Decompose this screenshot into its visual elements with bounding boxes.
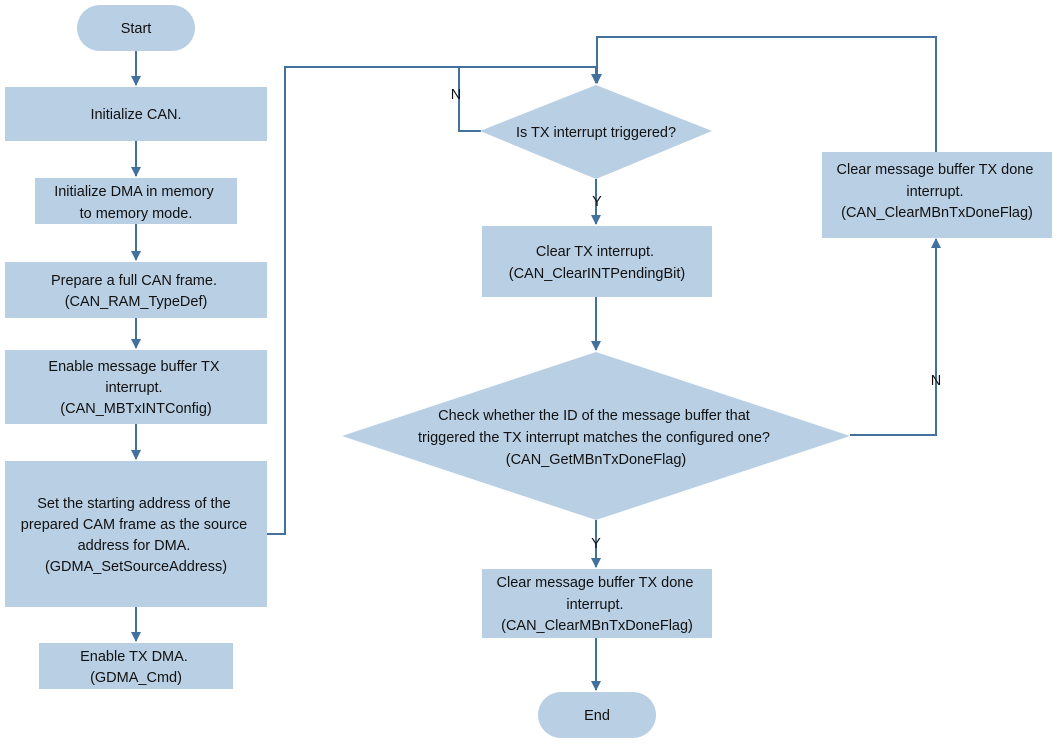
clear-tx-int-node: Clear TX interrupt. (CAN_ClearINTPending… — [482, 226, 712, 297]
enable-mb-tx-int-label: Enable message buffer TX interrupt. (CAN… — [48, 359, 223, 417]
init-can-box — [5, 87, 267, 141]
clear-done-right-node: Clear message buffer TX done interrupt. … — [822, 152, 1052, 238]
check-yes-label: Y — [591, 536, 601, 552]
end-label: End — [584, 708, 610, 724]
check-id-decision: Check whether the ID of the message buff… — [342, 352, 850, 520]
set-source-box — [5, 461, 267, 607]
init-dma-node: Initialize DMA in memory to memory mode. — [35, 178, 237, 224]
edge-tx-check-no-loop — [458, 67, 481, 132]
init-can-label: Initialize CAN. — [90, 107, 181, 123]
clear-done-right-box — [822, 152, 1052, 238]
clear-done-right-label: Clear message buffer TX done interrupt. … — [837, 162, 1038, 221]
enable-tx-dma-box — [39, 643, 233, 689]
enable-tx-dma-node: Enable TX DMA. (GDMA_Cmd) — [39, 643, 233, 689]
start-node: Start — [77, 5, 195, 51]
check-id-label: Check whether the ID of the message buff… — [418, 408, 774, 468]
init-dma-label: Initialize DMA in memory to memory mode. — [54, 184, 218, 222]
check-no-label: N — [931, 373, 941, 389]
enable-mb-tx-int-node: Enable message buffer TX interrupt. (CAN… — [5, 350, 267, 424]
clear-tx-int-label: Clear TX interrupt. (CAN_ClearINTPending… — [509, 244, 685, 282]
start-label: Start — [121, 21, 152, 37]
edge-clear-right-to-tx-check — [592, 36, 937, 152]
tx-yes-label: Y — [592, 194, 602, 210]
set-source-label: Set the starting address of the prepared… — [21, 496, 252, 575]
prepare-frame-box — [5, 262, 267, 318]
check-id-diamond — [342, 352, 850, 520]
end-terminator — [538, 692, 656, 738]
start-terminator — [77, 5, 195, 51]
init-can-node: Initialize CAN. — [5, 87, 267, 141]
tx-interrupt-decision: Is TX interrupt triggered? — [480, 85, 712, 179]
clear-done-bottom-box — [482, 569, 712, 638]
tx-no-label: N — [451, 87, 461, 103]
prepare-frame-label: Prepare a full CAN frame. (CAN_RAM_TypeD… — [51, 273, 221, 310]
edge-labels: N Y N Y — [451, 87, 941, 552]
prepare-frame-node: Prepare a full CAN frame. (CAN_RAM_TypeD… — [5, 262, 267, 318]
init-dma-box — [35, 178, 237, 224]
tx-interrupt-label: Is TX interrupt triggered? — [516, 125, 676, 141]
enable-mb-tx-int-box — [5, 350, 267, 424]
clear-tx-int-box — [482, 226, 712, 297]
enable-tx-dma-label: Enable TX DMA. (GDMA_Cmd) — [80, 649, 192, 686]
edge-check-id-no — [850, 238, 941, 436]
connectors — [131, 36, 941, 691]
tx-interrupt-diamond — [480, 85, 712, 179]
set-source-node: Set the starting address of the prepared… — [5, 461, 267, 607]
clear-done-bottom-node: Clear message buffer TX done interrupt. … — [482, 569, 712, 638]
clear-done-bottom-label: Clear message buffer TX done interrupt. … — [497, 575, 698, 634]
end-node: End — [538, 692, 656, 738]
